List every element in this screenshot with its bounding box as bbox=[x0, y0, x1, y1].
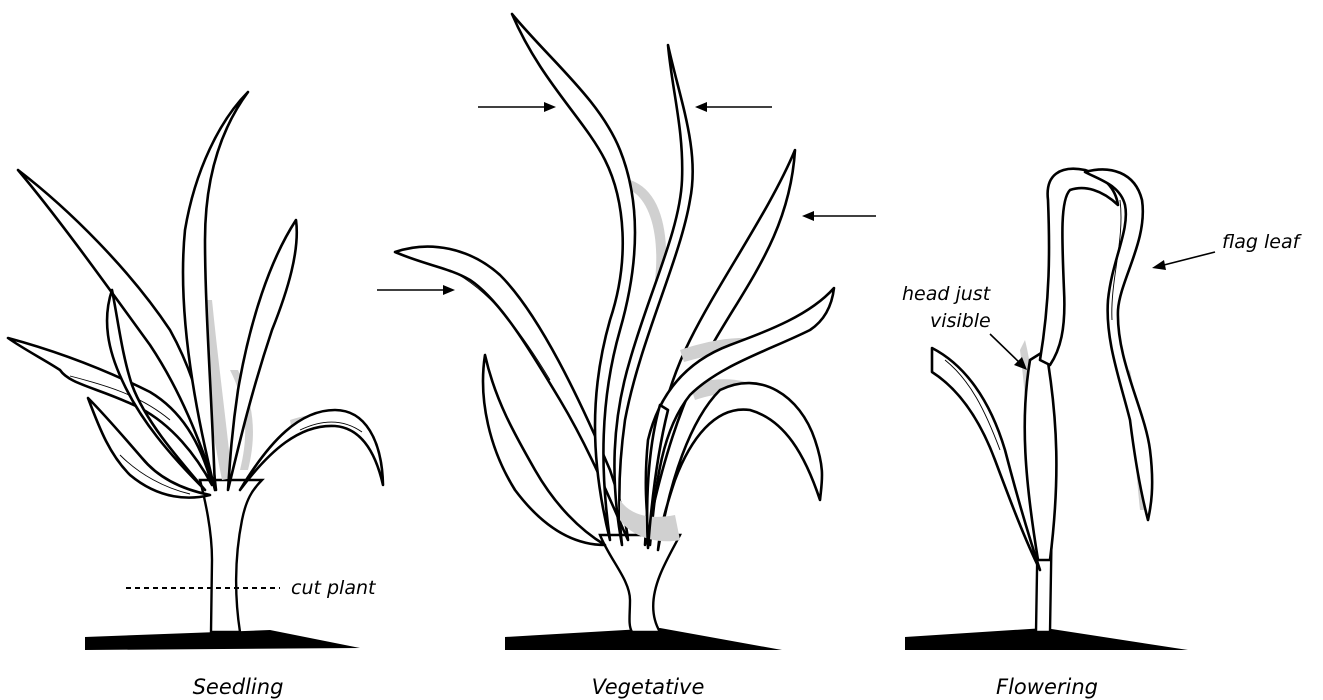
seedling-plant bbox=[8, 92, 383, 650]
vegetative-plant bbox=[395, 14, 834, 650]
flowering-plant bbox=[905, 169, 1188, 650]
flag-leaf-annotation: flag leaf bbox=[1152, 231, 1303, 270]
head-annotation: head just visible bbox=[902, 283, 1027, 370]
stage-arrow bbox=[377, 285, 455, 295]
stage-label-vegetative: Vegetative bbox=[592, 675, 705, 699]
seedling-leaf bbox=[240, 410, 383, 490]
seedling-leaf bbox=[228, 220, 297, 490]
cut-plant-label: cut plant bbox=[291, 577, 377, 599]
seedling-stem bbox=[200, 480, 262, 632]
head-label-line2: visible bbox=[930, 310, 991, 332]
vegetative-stem bbox=[600, 535, 680, 632]
flowering-leaf bbox=[1025, 350, 1057, 560]
stage-arrow bbox=[695, 102, 772, 112]
vegetative-leaf bbox=[646, 288, 834, 545]
head-label-line1: head just bbox=[902, 283, 992, 305]
stage-label-seedling: Seedling bbox=[193, 675, 284, 699]
flag-leaf-label: flag leaf bbox=[1222, 231, 1303, 253]
stage-arrow bbox=[478, 102, 556, 112]
stage-label-flowering: Flowering bbox=[996, 675, 1098, 699]
flowering-leaf bbox=[1040, 169, 1118, 365]
cut-plant-annotation: cut plant bbox=[126, 577, 377, 599]
flag-leaf bbox=[1085, 169, 1152, 520]
stage-arrow bbox=[802, 211, 876, 221]
